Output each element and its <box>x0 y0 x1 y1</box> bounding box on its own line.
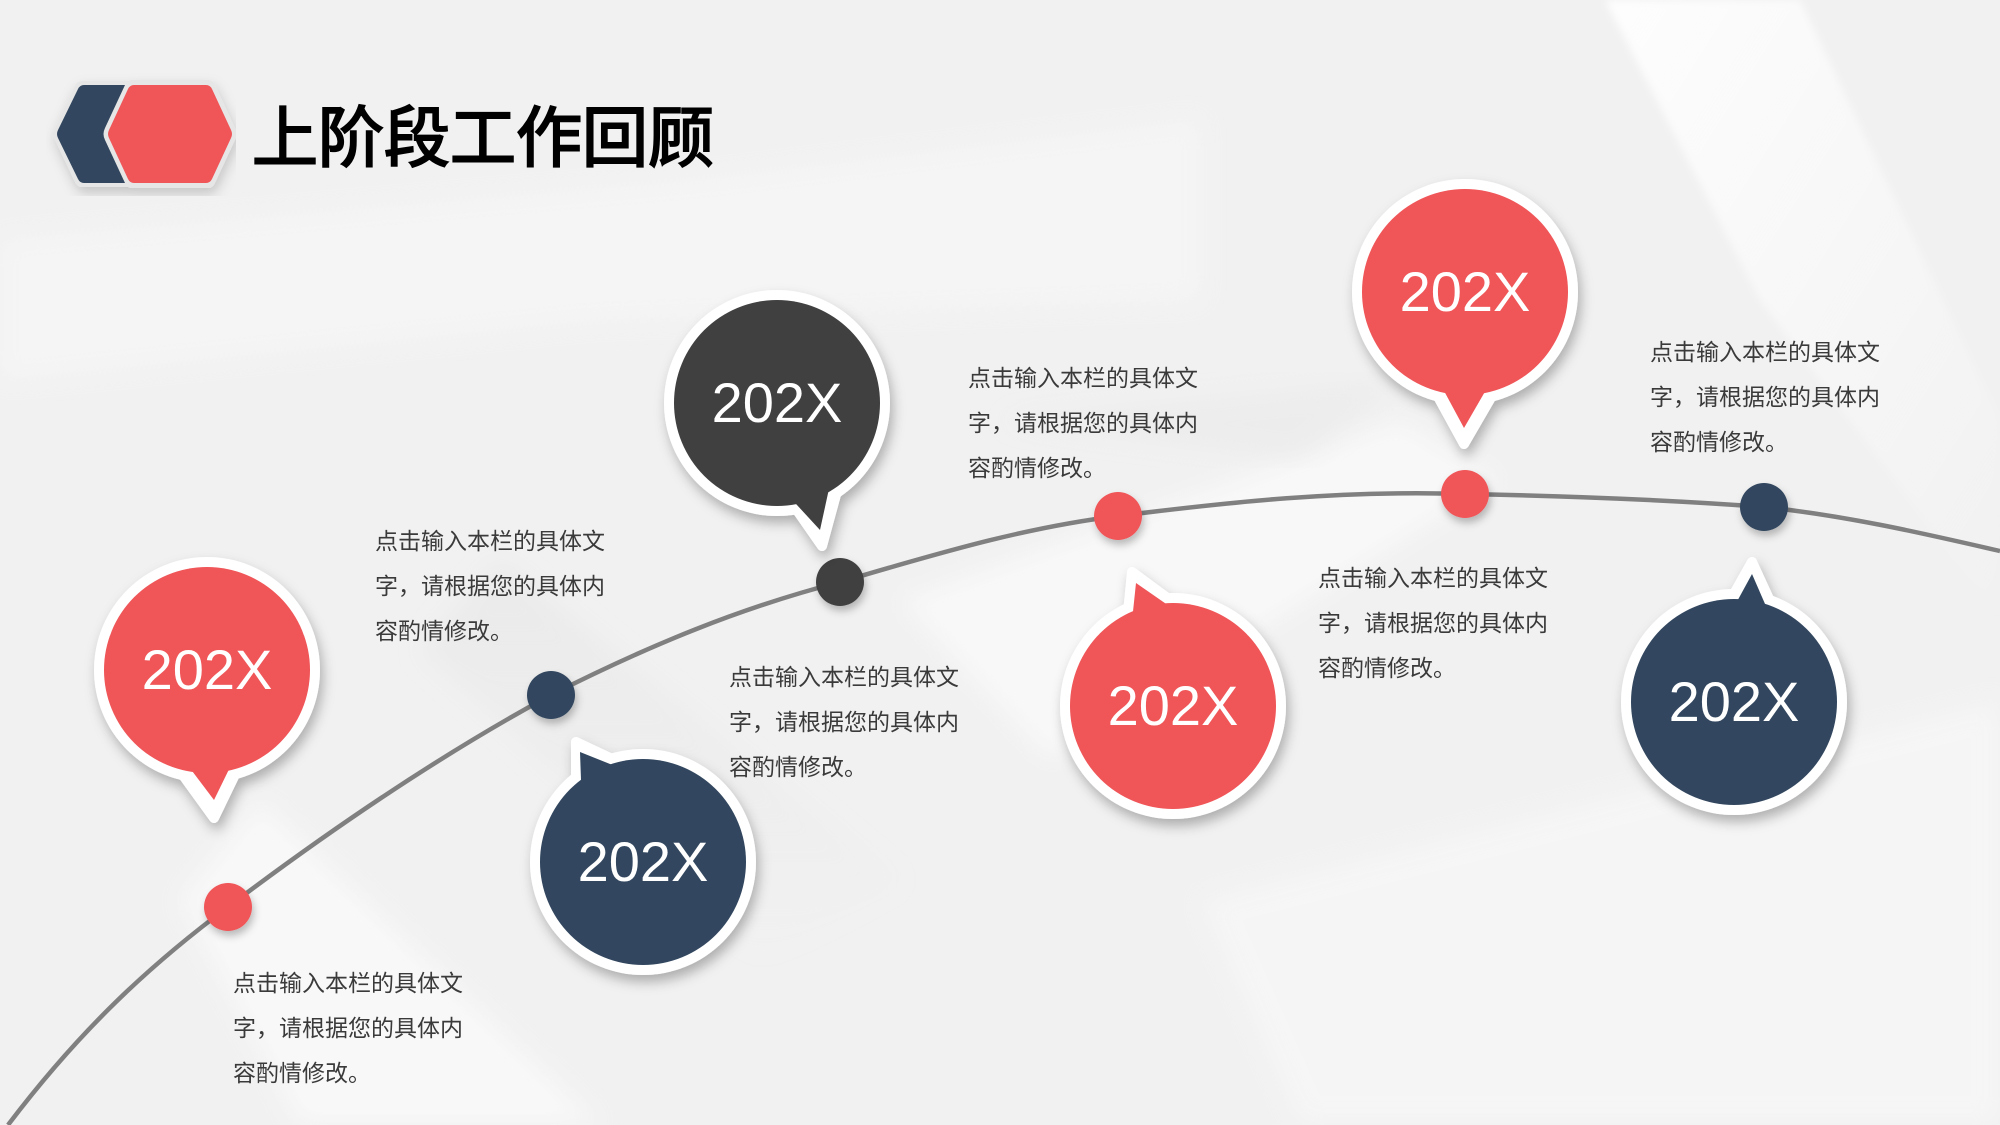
milestone-description-2[interactable]: 点击输入本栏的具体文 字，请根据您的具体内 容酌情修改。 <box>375 520 645 655</box>
description-line: 容酌情修改。 <box>968 456 1106 482</box>
timeline-dot-6 <box>1740 483 1788 531</box>
speech-bubble-5 <box>1352 179 1578 449</box>
milestone-description-1[interactable]: 点击输入本栏的具体文 字，请根据您的具体内 容酌情修改。 <box>233 962 503 1097</box>
speech-bubble-6 <box>1621 557 1847 815</box>
timeline-dot-5 <box>1441 470 1489 518</box>
milestone-description-4[interactable]: 点击输入本栏的具体文 字，请根据您的具体内 容酌情修改。 <box>968 357 1238 492</box>
milestone-description-3[interactable]: 点击输入本栏的具体文 字，请根据您的具体内 容酌情修改。 <box>729 656 999 791</box>
description-line: 容酌情修改。 <box>375 619 513 645</box>
speech-bubble-3 <box>664 290 890 551</box>
milestone-year-1: 202X <box>141 638 273 701</box>
speech-bubble-1 <box>94 557 320 823</box>
description-line: 字，请根据您的具体内 <box>1318 611 1548 637</box>
page-title: 上阶段工作回顾 <box>252 100 714 177</box>
description-line: 容酌情修改。 <box>233 1061 371 1087</box>
timeline-dot-3 <box>816 558 864 606</box>
timeline-dot-4 <box>1094 492 1142 540</box>
milestone-description-6[interactable]: 点击输入本栏的具体文 字，请根据您的具体内 容酌情修改。 <box>1650 331 1920 466</box>
description-line: 字，请根据您的具体内 <box>968 411 1198 437</box>
milestone-year-4: 202X <box>1107 674 1239 737</box>
milestone-year-6: 202X <box>1668 670 1800 733</box>
timeline-curve <box>6 490 2000 1125</box>
description-line: 字，请根据您的具体内 <box>233 1016 463 1042</box>
description-line: 字，请根据您的具体内 <box>729 710 959 736</box>
timeline-dot-1 <box>204 883 252 931</box>
description-line: 点击输入本栏的具体文 <box>1318 566 1548 592</box>
milestone-description-5[interactable]: 点击输入本栏的具体文 字，请根据您的具体内 容酌情修改。 <box>1318 557 1588 692</box>
description-line: 点击输入本栏的具体文 <box>1650 340 1880 366</box>
description-line: 点击输入本栏的具体文 <box>375 529 605 555</box>
milestone-year-5: 202X <box>1399 260 1531 323</box>
description-line: 点击输入本栏的具体文 <box>729 665 959 691</box>
milestone-year-3: 202X <box>711 371 843 434</box>
description-line: 字，请根据您的具体内 <box>375 574 605 600</box>
description-line: 点击输入本栏的具体文 <box>968 366 1198 392</box>
description-line: 点击输入本栏的具体文 <box>233 971 463 997</box>
speech-bubble-2 <box>530 737 756 975</box>
milestone-year-2: 202X <box>577 830 709 893</box>
speech-bubble-4 <box>1060 567 1286 819</box>
description-line: 容酌情修改。 <box>1318 656 1456 682</box>
timeline-dot-2 <box>527 671 575 719</box>
description-line: 字，请根据您的具体内 <box>1650 385 1880 411</box>
description-line: 容酌情修改。 <box>1650 430 1788 456</box>
description-line: 容酌情修改。 <box>729 755 867 781</box>
double-hexagon-icon <box>53 80 236 188</box>
